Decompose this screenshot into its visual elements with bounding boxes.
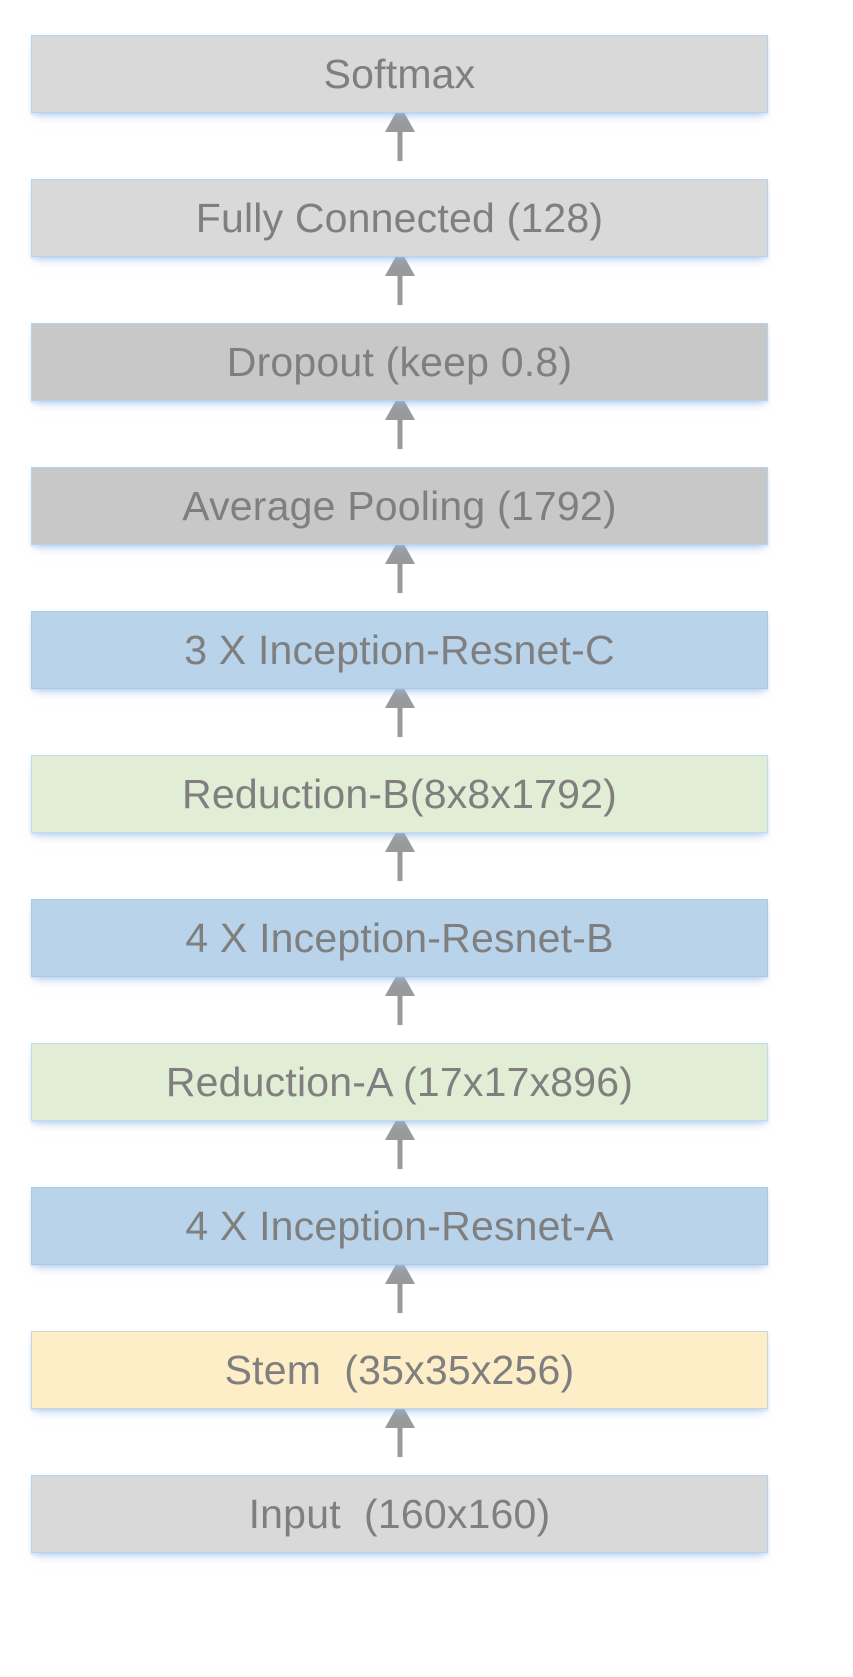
node-wrap-inception-resnet-c: 3 X Inception-Resnet-C [31,611,768,689]
node-wrap-stem: Stem (35x35x256) [31,1331,768,1409]
node-stem[interactable]: Stem (35x35x256) [31,1331,768,1409]
arrow-shaft [397,257,402,305]
node-wrap-reduction-b: Reduction-B(8x8x1792) [31,755,768,833]
connector-fully-connected-to-softmax [31,105,768,179]
connector-input-to-stem [31,1401,768,1475]
node-label: Input (160x160) [248,1490,551,1537]
node-wrap-input: Input (160x160) [31,1475,768,1553]
connector-inception-resnet-c-to-average-pooling [31,537,768,611]
connector-reduction-b-to-inception-resnet-c [31,681,768,755]
connector-inception-resnet-a-to-reduction-a [31,1113,768,1187]
node-wrap-fully-connected: Fully Connected (128) [31,179,768,257]
node-label: Softmax [323,50,476,97]
node-wrap-inception-resnet-a: 4 X Inception-Resnet-A [31,1187,768,1265]
node-label: Reduction-A (17x17x896) [165,1058,634,1105]
node-wrap-reduction-a: Reduction-A (17x17x896) [31,1043,768,1121]
node-inception-resnet-c[interactable]: 3 X Inception-Resnet-C [31,611,768,689]
arrow-shaft [397,113,402,161]
node-label: 4 X Inception-Resnet-B [185,914,614,961]
node-wrap-dropout: Dropout (keep 0.8) [31,323,768,401]
node-label: Fully Connected (128) [195,194,604,241]
node-wrap-inception-resnet-b: 4 X Inception-Resnet-B [31,899,768,977]
node-input[interactable]: Input (160x160) [31,1475,768,1553]
arrow-shaft [397,545,402,593]
arrow-shaft [397,1265,402,1313]
node-inception-resnet-b[interactable]: 4 X Inception-Resnet-B [31,899,768,977]
arrow-shaft [397,689,402,737]
node-label: Average Pooling (1792) [182,482,617,529]
arrow-shaft [397,1409,402,1457]
connector-reduction-a-to-inception-resnet-b [31,969,768,1043]
arrow-shaft [397,977,402,1025]
node-reduction-b[interactable]: Reduction-B(8x8x1792) [31,755,768,833]
node-wrap-softmax: Softmax [31,35,768,113]
node-label: Reduction-B(8x8x1792) [182,770,617,817]
arrow-shaft [397,833,402,881]
node-reduction-a[interactable]: Reduction-A (17x17x896) [31,1043,768,1121]
node-fully-connected[interactable]: Fully Connected (128) [31,179,768,257]
arrow-shaft [397,1121,402,1169]
connector-inception-resnet-b-to-reduction-b [31,825,768,899]
node-inception-resnet-a[interactable]: 4 X Inception-Resnet-A [31,1187,768,1265]
node-softmax[interactable]: Softmax [31,35,768,113]
layer-stack: Softmax Fully Connected (128) Dropout (k… [31,35,768,1553]
node-wrap-average-pooling: Average Pooling (1792) [31,467,768,545]
node-dropout[interactable]: Dropout (keep 0.8) [31,323,768,401]
node-label: Dropout (keep 0.8) [226,338,573,385]
node-average-pooling[interactable]: Average Pooling (1792) [31,467,768,545]
connector-dropout-to-fully-connected [31,249,768,323]
node-label: 3 X Inception-Resnet-C [184,626,615,673]
node-label: 4 X Inception-Resnet-A [185,1202,614,1249]
connector-stem-to-inception-resnet-a [31,1257,768,1331]
arrow-shaft [397,401,402,449]
node-label: Stem (35x35x256) [224,1346,575,1393]
connector-average-pooling-to-dropout [31,393,768,467]
